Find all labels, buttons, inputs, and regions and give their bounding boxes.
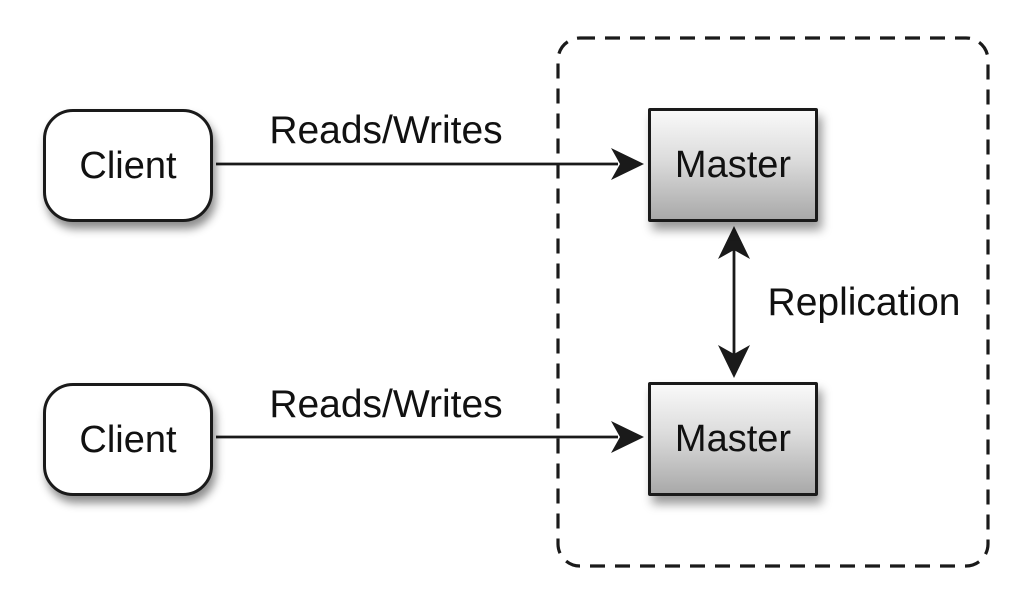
replication-label: Replication [767,281,961,324]
reads-writes-label-1: Reads/Writes [269,109,503,152]
master-node-2: Master [648,382,818,496]
client-node-1: Client [43,109,213,222]
client-node-2: Client [43,383,213,496]
replication-arrow [718,226,750,378]
reads-writes-arrow-1 [216,148,644,180]
master-node-1: Master [648,108,818,222]
reads-writes-arrow-2 [216,421,644,453]
reads-writes-label-2: Reads/Writes [269,383,503,426]
replication-zone [556,36,990,568]
